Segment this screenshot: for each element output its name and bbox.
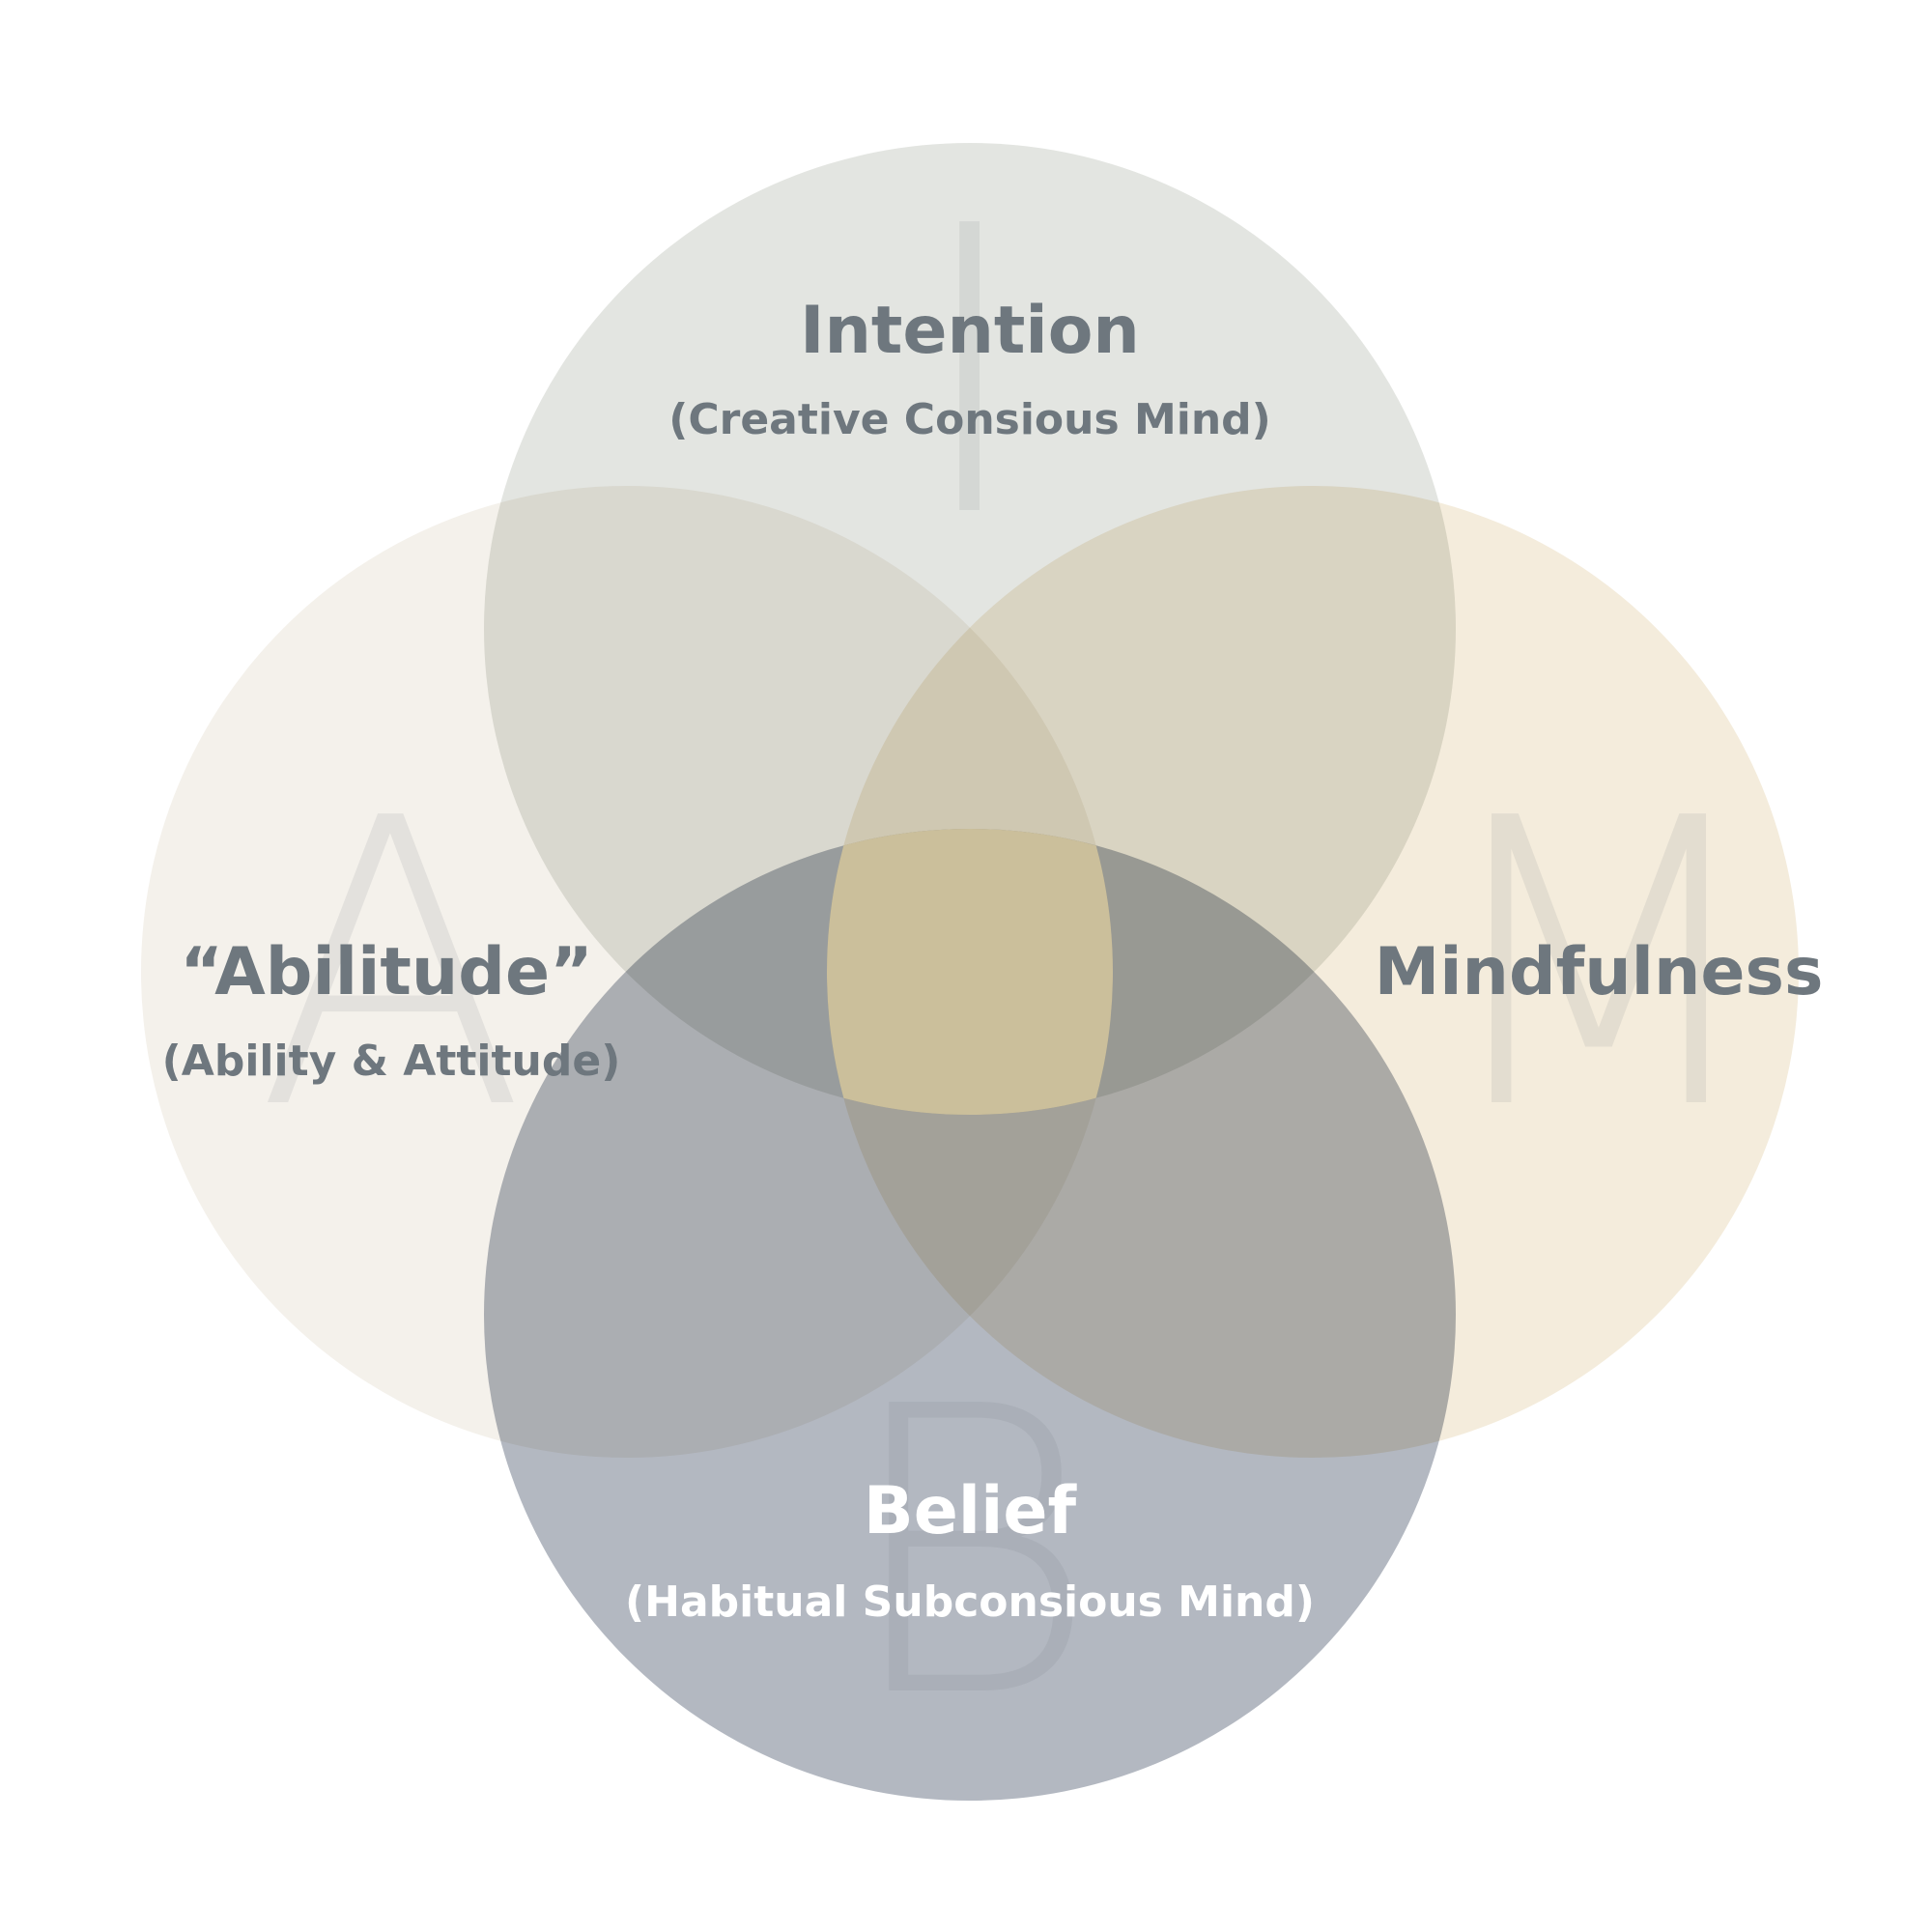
belief-subtitle: (Habitual Subconsious Mind) <box>625 1577 1315 1627</box>
circle-belief <box>484 829 1456 1801</box>
mindfulness-title: Mindfulness <box>1375 934 1824 1010</box>
letter-b: B <box>840 1322 1099 1784</box>
abilitude-title: “Abilitude” <box>180 934 593 1010</box>
abilitude-subtitle: (Ability & Attitude) <box>162 1037 621 1086</box>
belief-title: Belief <box>864 1473 1078 1549</box>
intention-title: Intention <box>800 293 1140 369</box>
center-intersection <box>827 829 1113 1115</box>
letter-i: I <box>912 142 1029 604</box>
intention-subtitle: (Creative Consious Mind) <box>668 395 1271 444</box>
letter-a: A <box>256 734 526 1196</box>
circle-intention <box>484 143 1456 1115</box>
letter-m: M <box>1428 734 1770 1196</box>
